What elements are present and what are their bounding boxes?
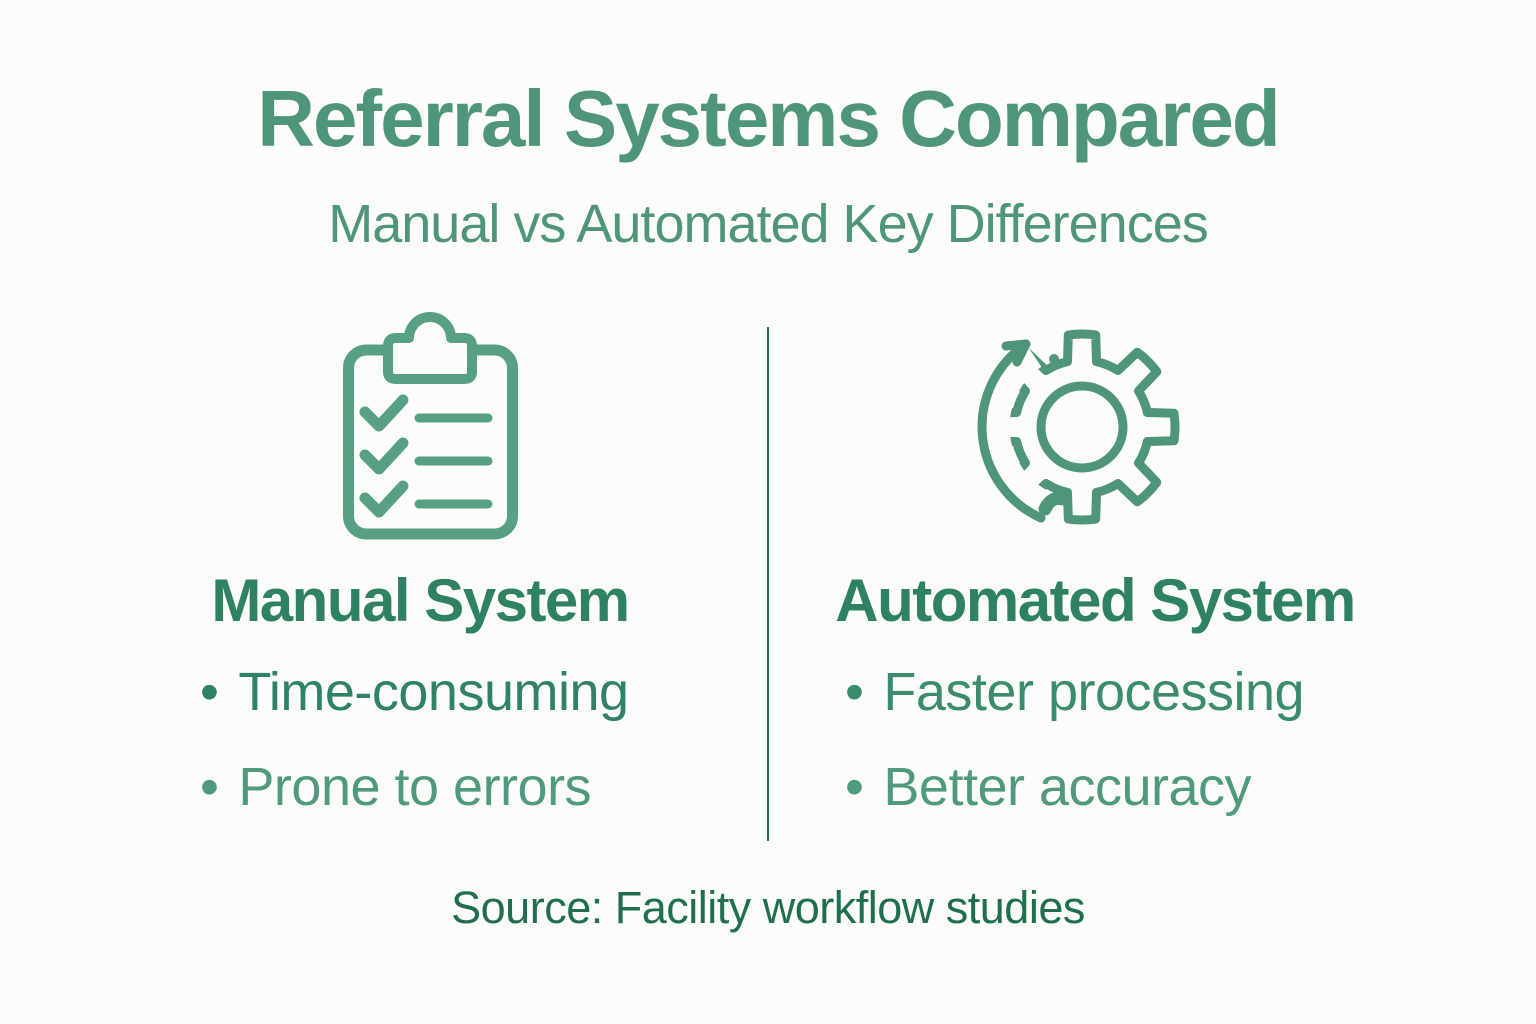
list-item: • Prone to errors [200, 760, 629, 814]
column-divider-line [767, 327, 769, 841]
manual-system-bullet-list: • Time-consuming • Prone to errors [200, 665, 629, 814]
gear-refresh-icon [975, 322, 1180, 534]
clipboard-clip [383, 312, 477, 384]
refresh-arrow-arc [977, 339, 1046, 523]
arrowhead-icon [1001, 339, 1031, 367]
bullet-text: Better accuracy [883, 757, 1252, 817]
bullet-dot: • [200, 757, 219, 817]
gear-hub-circle [1036, 381, 1128, 473]
automated-system-bullet-list: • Faster processing • Better accuracy [845, 662, 1305, 814]
checkmark-icon [359, 480, 409, 518]
list-item: • Better accuracy [845, 760, 1304, 814]
list-item: • Time-consuming [200, 665, 629, 719]
bullet-dot: • [845, 757, 864, 817]
page-subtitle: Manual vs Automated Key Differences [328, 194, 1209, 254]
bullet-text: Prone to errors [238, 757, 592, 817]
automated-system-heading: Automated System [835, 567, 1356, 634]
source-note: Source: Facility workflow studies [451, 882, 1085, 933]
bullet-text: Faster processing [883, 662, 1305, 722]
brush-stroke-blob [1038, 492, 1070, 516]
bullet-text: Time-consuming [238, 662, 629, 722]
manual-system-heading: Manual System [211, 567, 630, 634]
bullet-dot: • [845, 662, 864, 722]
checkmark-icon [359, 437, 409, 475]
list-item: • Faster processing [845, 662, 1305, 722]
clipboard-checklist-icon [343, 312, 518, 540]
checkmark-icon [359, 394, 409, 432]
accent-dot [1049, 354, 1059, 364]
page-title: Referral Systems Compared [257, 74, 1281, 163]
bullet-dot: • [200, 662, 219, 722]
